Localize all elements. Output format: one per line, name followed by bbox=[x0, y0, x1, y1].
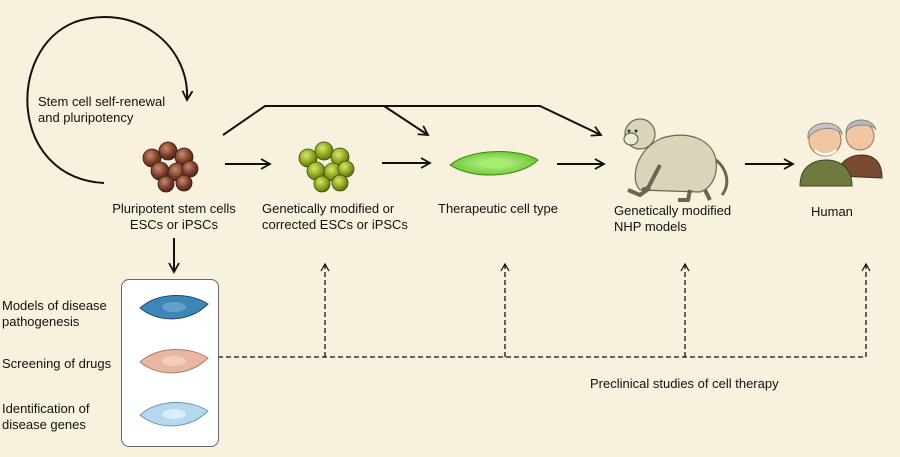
modified-line2: corrected ESCs or iPSCs bbox=[262, 217, 408, 232]
preclinical-dashed-lines bbox=[218, 262, 871, 358]
application-label-3: Identification of disease genes bbox=[2, 401, 89, 433]
self-renewal-line2: and pluripotency bbox=[38, 110, 134, 125]
human-line1: Human bbox=[811, 204, 853, 219]
nhp-line2: NHP models bbox=[614, 219, 687, 234]
application-3-line1: Identification of bbox=[2, 401, 90, 416]
modified-label: Genetically modified or corrected ESCs o… bbox=[262, 201, 408, 233]
application-2-line1: Screening of drugs bbox=[2, 356, 112, 371]
nhp-label: Genetically modified NHP models bbox=[614, 203, 731, 235]
bypass-branch-arrow bbox=[383, 105, 430, 137]
pluripotent-cell-cluster-icon bbox=[142, 141, 199, 193]
pluripotent-line2: ESCs or iPSCs bbox=[129, 217, 219, 232]
therapeutic-cell-icon bbox=[449, 151, 539, 176]
nhp-line1: Genetically modified bbox=[614, 203, 732, 218]
therapeutic-line1: Therapeutic cell type bbox=[438, 201, 558, 216]
self-renewal-loop-arrow bbox=[26, 16, 194, 184]
self-renewal-line1: Stem cell self-renewal bbox=[38, 94, 166, 109]
bypass-arrow bbox=[222, 105, 603, 137]
modified-cell-cluster-icon bbox=[298, 141, 355, 193]
preclinical-label: Preclinical studies of cell therapy bbox=[590, 376, 779, 391]
application-3-line2: disease genes bbox=[2, 417, 86, 432]
application-label-2: Screening of drugs bbox=[2, 356, 111, 372]
applications-panel bbox=[121, 279, 219, 447]
monkey-icon bbox=[623, 118, 729, 202]
application-1-line1: Models of disease bbox=[2, 298, 107, 313]
modified-line1: Genetically modified or bbox=[262, 201, 395, 216]
self-renewal-label: Stem cell self-renewal and pluripotency bbox=[38, 94, 165, 126]
pluripotent-label: Pluripotent stem cells ESCs or iPSCs bbox=[104, 201, 244, 233]
application-label-1: Models of disease pathogenesis bbox=[2, 298, 107, 330]
humans-icon bbox=[799, 119, 883, 187]
application-1-line2: pathogenesis bbox=[2, 314, 80, 329]
pluripotent-line1: Pluripotent stem cells bbox=[112, 201, 236, 216]
therapeutic-label: Therapeutic cell type bbox=[438, 201, 558, 217]
human-label: Human bbox=[811, 204, 853, 220]
